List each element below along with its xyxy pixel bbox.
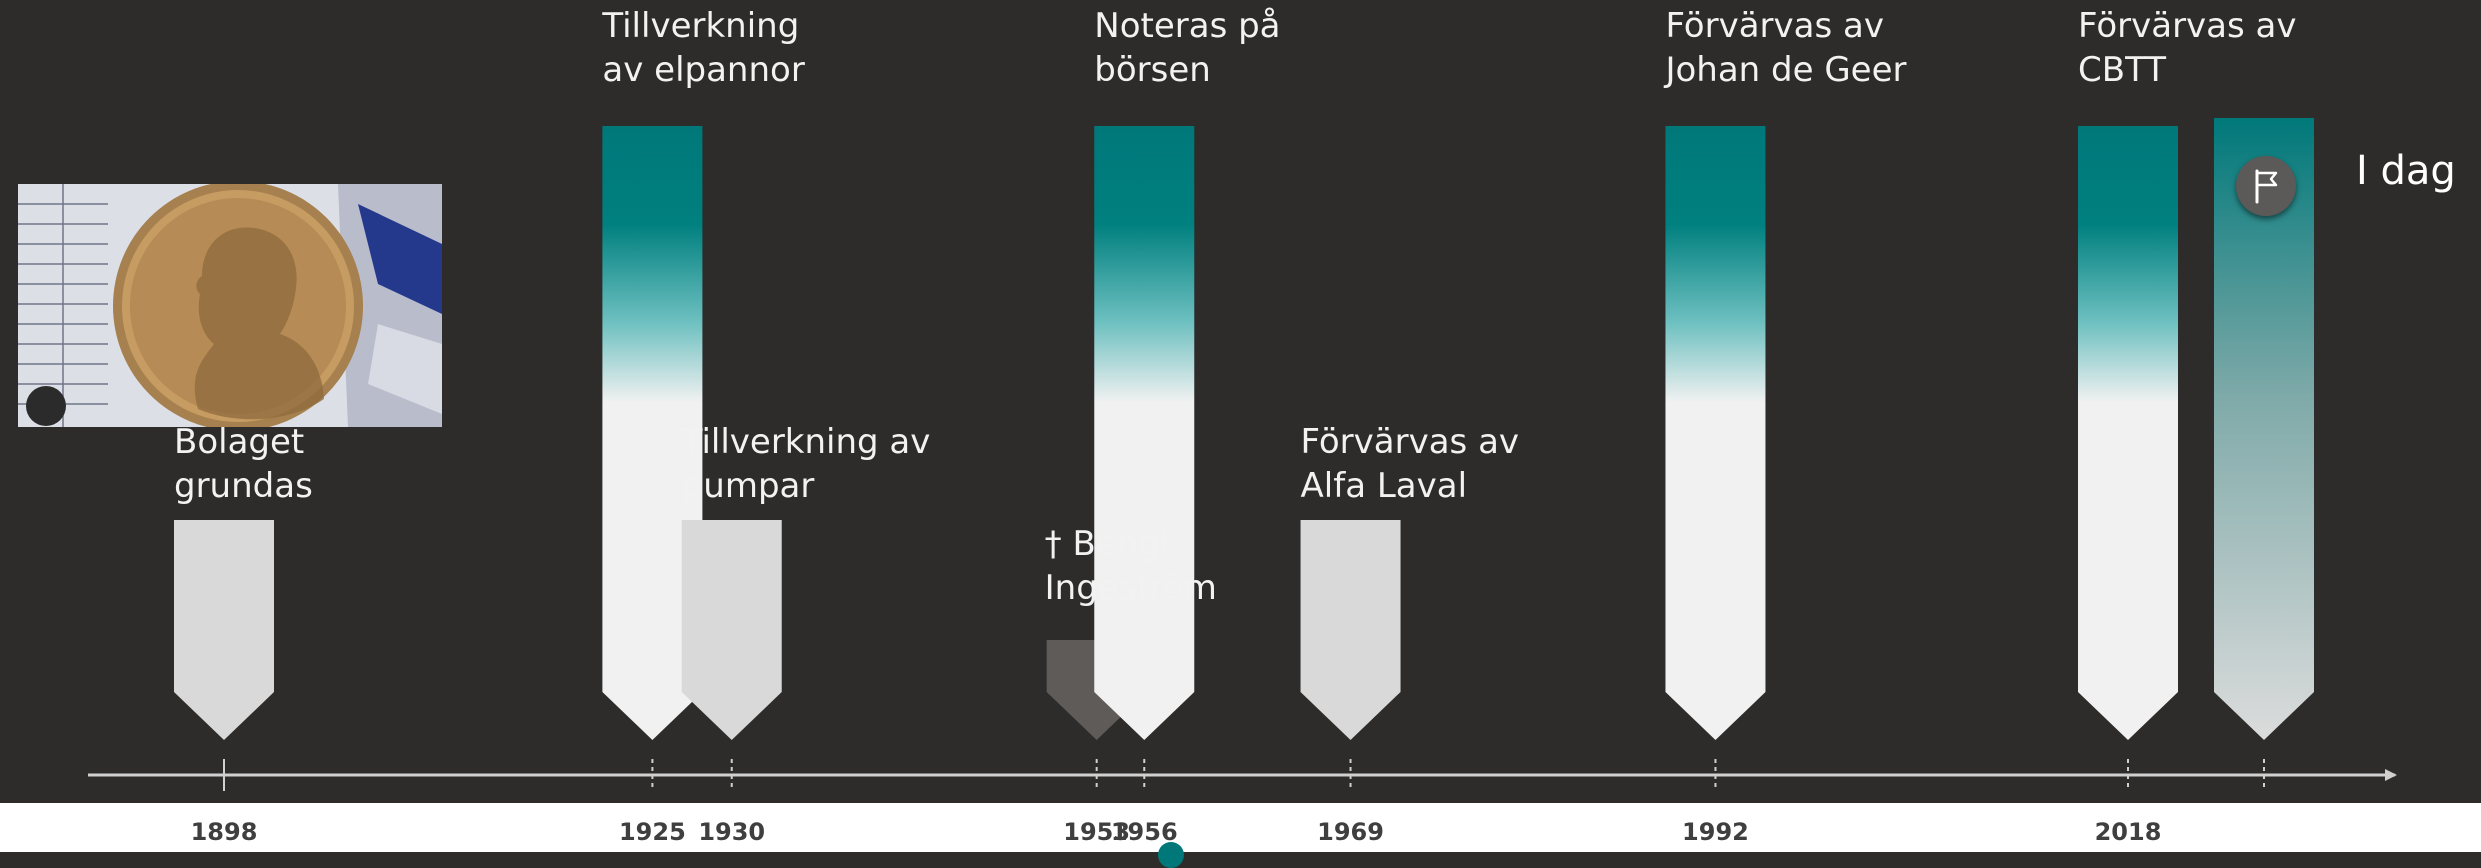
event-title-1956-noteras-p-b-rsen: Noteras på börsen xyxy=(1094,6,1281,90)
year-label-1992: 1992 xyxy=(1682,818,1749,846)
year-label-1953: 1953 xyxy=(1063,818,1131,846)
year-label-1969: 1969 xyxy=(1317,818,1384,846)
event-arrow-1992 xyxy=(1665,126,1766,740)
year-label-1925: 1925 xyxy=(618,818,686,846)
event-arrow-1956 xyxy=(1094,126,1195,740)
year-label-1956: 1956 xyxy=(1110,818,1178,846)
year-band xyxy=(0,803,2481,852)
event-title-1925-tillverkning-av-elpannor: Tillverkning av elpannor xyxy=(602,6,805,90)
founder-medallion-image xyxy=(18,184,442,427)
year-label-1930: 1930 xyxy=(698,818,766,846)
today-flag-badge xyxy=(2236,156,2296,216)
event-title-1969-f-rv-rvas-av-alfa-laval: Förvärvas av Alfa Laval xyxy=(1300,422,1520,506)
event-title-1953-bengt-ingestr-m: † Bengt Ingeström xyxy=(1044,524,1217,608)
year-label-2018: 2018 xyxy=(2094,818,2162,846)
today-arrow xyxy=(2214,118,2314,740)
event-arrow-2018 xyxy=(2078,126,2178,740)
event-title-1898-bolaget-grundas: Bolaget grundas xyxy=(174,422,313,506)
event-title-1930-tillverkning-av-pumpar: Tillverkning av pumpar xyxy=(681,422,931,506)
event-arrow-1969 xyxy=(1300,520,1401,740)
flag-icon xyxy=(2255,169,2278,204)
event-title-1992-f-rv-rvas-av-johan-de-geer: Förvärvas av Johan de Geer xyxy=(1665,6,1907,90)
event-arrow-1930 xyxy=(681,520,782,740)
event-arrow-1925 xyxy=(602,126,703,740)
today-label: I dag xyxy=(2356,148,2456,194)
event-title-2018-f-rv-rvas-av-cbtt: Förvärvas av CBTT xyxy=(2078,6,2297,90)
year-label-1898: 1898 xyxy=(190,818,258,846)
event-arrow-1898 xyxy=(174,520,274,740)
